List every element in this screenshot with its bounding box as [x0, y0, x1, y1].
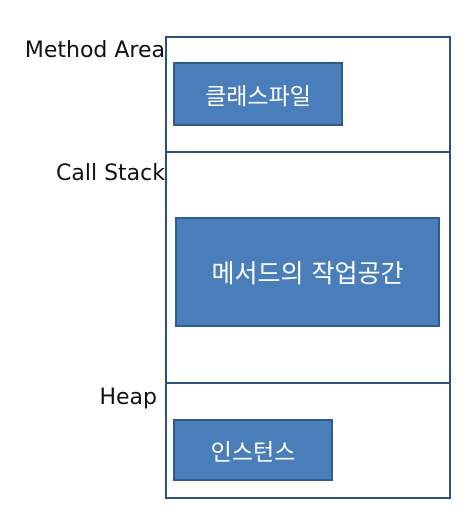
heap-label: Heap — [99, 385, 157, 410]
class-file-block: 클래스파일 — [173, 62, 343, 126]
instance-block: 인스턴스 — [173, 419, 333, 481]
method-area-label: Method Area — [24, 38, 165, 63]
method-workspace-block: 메서드의 작업공간 — [175, 217, 440, 327]
call-stack-label: Call Stack — [56, 161, 165, 186]
